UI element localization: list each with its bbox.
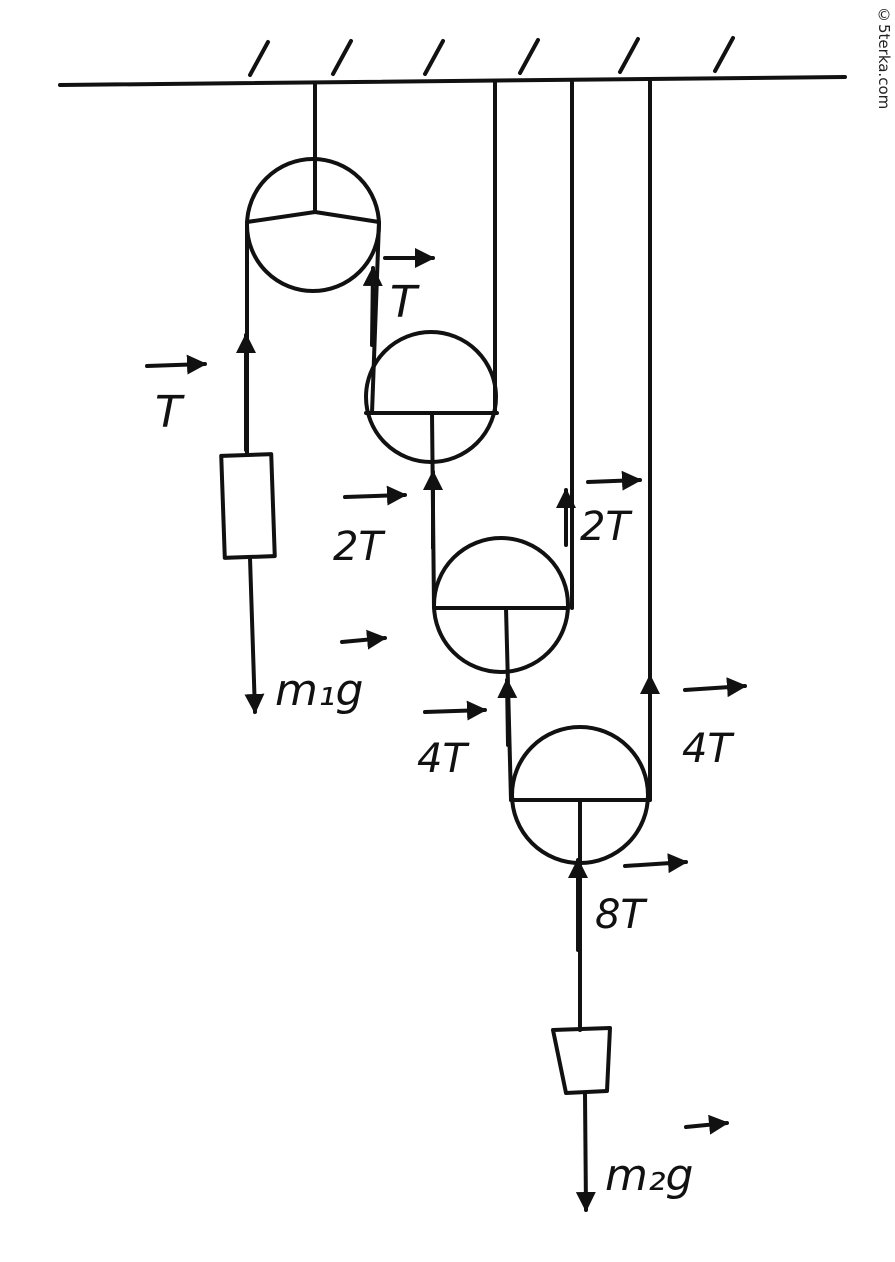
label-4t-left: 4T (417, 700, 487, 782)
label-2t-right: 2T (580, 470, 642, 550)
label-4t-right: 4T (682, 677, 747, 772)
rope-segments (245, 220, 582, 1032)
pulley-4 (509, 78, 652, 865)
label-8t: 8T (595, 853, 688, 938)
label-t-left: T (145, 354, 207, 438)
svg-text:T: T (390, 277, 420, 328)
svg-text:m₂g: m₂g (605, 1150, 693, 1201)
svg-text:8T: 8T (595, 892, 648, 938)
svg-text:4T: 4T (417, 736, 470, 782)
gravity-arrow-m1 (244, 556, 265, 714)
svg-text:2T: 2T (333, 524, 386, 570)
mass-1-block (219, 452, 277, 560)
mass-2-block (551, 1026, 612, 1095)
label-m2g: m₂g (605, 1114, 729, 1201)
label-t-right-top: T (383, 248, 435, 328)
svg-text:2T: 2T (580, 504, 633, 550)
tension-arrow-pulley-3-axle (497, 678, 518, 747)
svg-text:4T: 4T (682, 726, 735, 772)
label-m1g: m₁g (275, 629, 387, 716)
svg-text:m₁g: m₁g (275, 665, 363, 716)
ceiling (58, 36, 847, 87)
watermark: ©5terka.com (875, 6, 893, 110)
gravity-arrow-m2 (575, 1092, 596, 1212)
force-labels: T T 2T 2T 4T 4T 8T m₁g (145, 248, 747, 1201)
pulley-2 (364, 80, 499, 464)
tension-arrow-pulley-2-rope (362, 266, 383, 347)
label-2t-left: 2T (333, 485, 407, 570)
pulley-3 (432, 78, 574, 674)
pulley-1 (245, 83, 381, 293)
svg-text:T: T (155, 387, 185, 438)
ceiling-hatching (248, 36, 735, 77)
force-arrows (236, 266, 660, 1212)
